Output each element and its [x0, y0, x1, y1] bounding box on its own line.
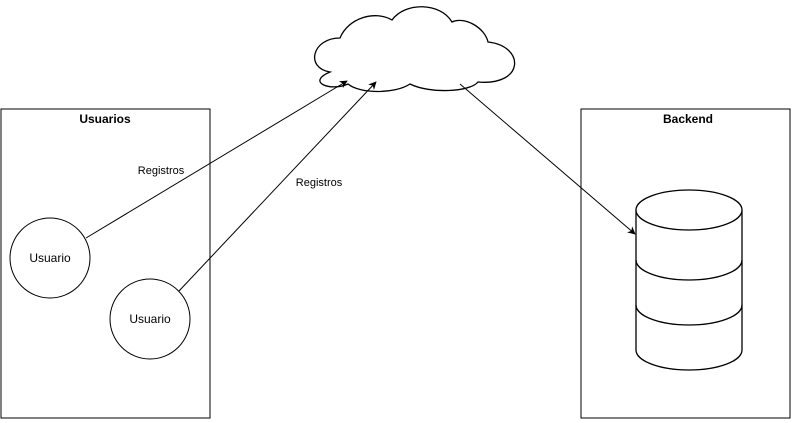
edge-registros-2: Registros [178, 81, 377, 292]
cloud-icon [314, 6, 516, 93]
usuario-node-2-label: Usuario [129, 312, 171, 326]
usuarios-title: Usuarios [79, 112, 131, 126]
edge-cloud-to-database [459, 83, 636, 235]
usuario-node-2: Usuario [109, 278, 191, 360]
database-icon [635, 189, 743, 371]
edge-registros-1: Registros [85, 80, 348, 239]
edge-label-registros-1: Registros [138, 165, 185, 177]
edge-label-registros-2: Registros [296, 177, 343, 189]
usuario-node-1-label: Usuario [29, 251, 71, 265]
backend-title: Backend [663, 112, 713, 126]
usuario-node-1: Usuario [9, 217, 91, 299]
